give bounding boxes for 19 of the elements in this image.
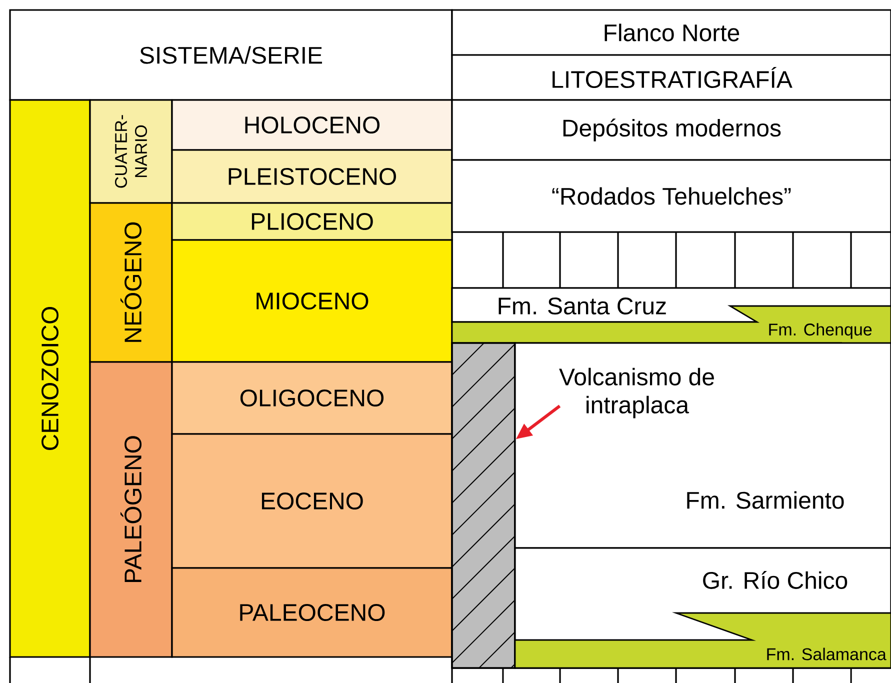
- stratigraphy-cell: PLEISTOCENO: [171, 149, 453, 204]
- stratigraphy-cell: MIOCENO: [171, 239, 453, 363]
- stratigraphy-cell: HOLOCENO: [171, 99, 453, 151]
- hatched-column: [451, 342, 516, 669]
- formation-box: Depósitos modernos: [451, 99, 891, 161]
- annotation-text: Volcanismo de intraplaca: [559, 368, 714, 418]
- stratigraphy-cell: CENOZOICO: [9, 99, 91, 658]
- header-cell: LITOESTRATIGRAFÍA: [451, 54, 891, 101]
- stratigraphy-cell: OLIGOCENO: [171, 361, 453, 435]
- stratigraphy-cell: PLIOCENO: [171, 202, 453, 241]
- header-cell: SISTEMA/SERIE: [9, 9, 453, 101]
- stratigraphy-cell: PALEOCENO: [171, 567, 453, 658]
- formation-box: “Rodados Tehuelches”: [451, 159, 891, 233]
- header-cell: Flanco Norte: [451, 9, 891, 56]
- stratigraphy-cell: NEÓGENO: [89, 202, 173, 363]
- stratigraphy-cell: EOCENO: [171, 433, 453, 569]
- stratigraphy-cell: CUATER- NARIO: [89, 99, 173, 204]
- stratigraphy-cell: PALEÓGENO: [89, 361, 173, 658]
- formation-tongue: Fm. Salamanca: [514, 612, 891, 669]
